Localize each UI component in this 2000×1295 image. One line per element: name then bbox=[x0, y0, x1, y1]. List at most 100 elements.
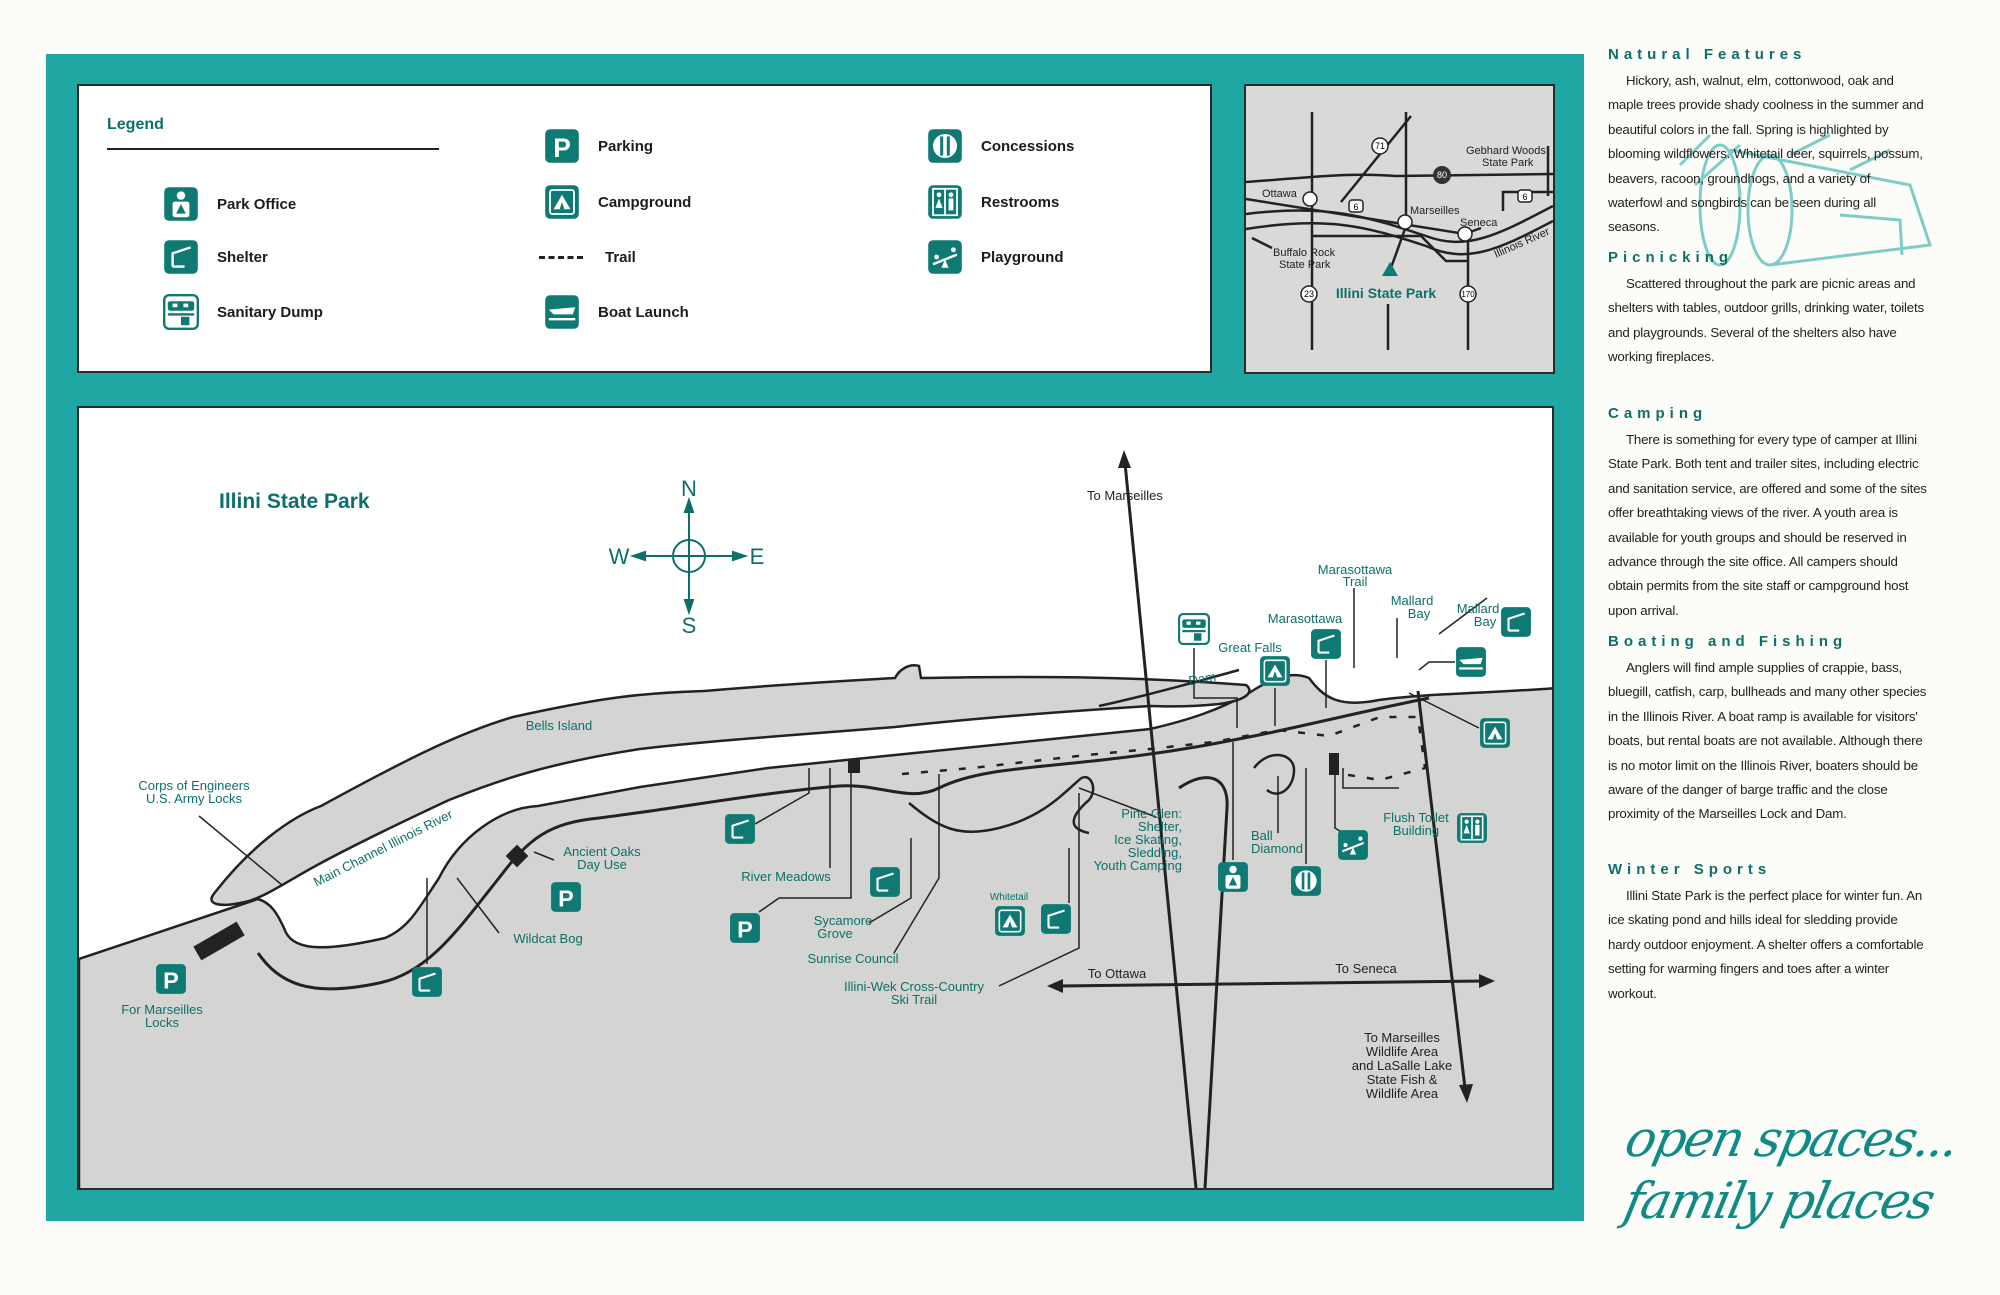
campground-icon[interactable] bbox=[1479, 717, 1511, 749]
arrow-west-icon bbox=[1047, 979, 1063, 993]
park-location-label: Illini State Park bbox=[1336, 285, 1437, 301]
legend-item-park-office: Park Office bbox=[163, 186, 296, 222]
label-marasottawa-trail: Marasottawa bbox=[1318, 562, 1393, 577]
park-map-drawing: N S W E Illini State Park To Marseilles … bbox=[79, 450, 1552, 1188]
compass-west: W bbox=[609, 544, 630, 569]
shelter-icon[interactable] bbox=[1500, 606, 1532, 638]
park-map: N S W E Illini State Park To Marseilles … bbox=[77, 406, 1554, 1190]
dam-outline bbox=[1098, 668, 1240, 708]
town-ottawa: Ottawa bbox=[1262, 188, 1298, 200]
tagline-line: family places bbox=[1619, 1172, 1939, 1230]
label-great-falls: Great Falls bbox=[1218, 640, 1282, 655]
tagline-line: open spaces... bbox=[1620, 1110, 1963, 1168]
leader-lines bbox=[198, 588, 1488, 987]
playground-icon bbox=[927, 239, 963, 275]
shelter-icon bbox=[163, 239, 199, 275]
legend-item-campground: Campground bbox=[544, 184, 691, 220]
arrow-south-icon bbox=[1459, 1084, 1473, 1103]
town-seneca: Seneca bbox=[1460, 217, 1498, 229]
sanitary-dump-icon[interactable] bbox=[1178, 613, 1210, 645]
label-marasottawa-trail: Trail bbox=[1343, 574, 1368, 589]
label-ancient-oaks: Day Use bbox=[577, 857, 627, 872]
road-to-wildlife-area bbox=[1416, 690, 1467, 1089]
campground-icon[interactable] bbox=[994, 905, 1026, 937]
label-bells-island: Bells Island bbox=[526, 718, 592, 733]
label-pine-glen: Ice Skating, bbox=[1114, 832, 1182, 847]
label-pine-glen: Youth Camping bbox=[1094, 858, 1182, 873]
compass-south: S bbox=[682, 613, 697, 638]
locator-map-drawing: 71 80 6 6 23 170 Ottawa Marseilles Senec… bbox=[1245, 112, 1554, 350]
arrow-east-icon bbox=[1479, 974, 1495, 988]
concessions-icon[interactable] bbox=[1290, 865, 1322, 897]
label-dam: Dam bbox=[1187, 669, 1217, 689]
route-6-label: 6 bbox=[1522, 192, 1527, 202]
shelter-icon[interactable] bbox=[411, 966, 443, 998]
legend-item-boat-launch: Boat Launch bbox=[544, 294, 689, 330]
label-to-seneca: To Seneca bbox=[1335, 961, 1397, 976]
campground-icon[interactable] bbox=[1259, 655, 1291, 687]
picnic-table-sketch bbox=[1678, 133, 1933, 267]
interstate-80-shield bbox=[1433, 166, 1451, 184]
legend-item-restrooms: Restrooms bbox=[927, 184, 1059, 220]
restrooms-icon[interactable] bbox=[1456, 812, 1488, 844]
playground-icon[interactable] bbox=[1337, 829, 1369, 861]
compass-north: N bbox=[681, 476, 697, 501]
shelter-icon[interactable] bbox=[1040, 903, 1072, 935]
restrooms-icon bbox=[927, 184, 963, 220]
map-title: Illini State Park bbox=[219, 490, 370, 513]
trail-icon bbox=[539, 256, 583, 259]
shelter-icon[interactable] bbox=[1310, 628, 1342, 660]
legend-label: Concessions bbox=[981, 137, 1075, 155]
boat-launch-icon[interactable] bbox=[1455, 646, 1487, 678]
legend-item-trail: Trail bbox=[539, 249, 636, 266]
legend-label: Campground bbox=[598, 193, 692, 211]
compass-rose bbox=[629, 496, 749, 616]
route-6-label: 6 bbox=[1353, 202, 1358, 212]
gebhard-woods-label: Gebhard Woods bbox=[1466, 145, 1546, 157]
shelter-icon[interactable] bbox=[869, 866, 901, 898]
shelter-icon[interactable] bbox=[724, 813, 756, 845]
park-office-icon[interactable] bbox=[1217, 861, 1249, 893]
section-body: There is something for every type of cam… bbox=[1608, 432, 1927, 618]
section-heading: Natural Features bbox=[1608, 46, 1807, 63]
legend-item-parking: Parking bbox=[544, 128, 653, 164]
label-to-marseilles: To Marseilles bbox=[1087, 488, 1163, 503]
label-for-marseilles-locks: For Marseilles bbox=[121, 1002, 203, 1017]
route-80-label: 80 bbox=[1437, 170, 1447, 180]
parking-icon[interactable] bbox=[155, 963, 187, 995]
bells-island bbox=[210, 664, 1251, 907]
label-sunrise-council: Sunrise Council bbox=[807, 951, 898, 966]
arrow-north-icon bbox=[1118, 450, 1131, 468]
parking-icon bbox=[544, 128, 580, 164]
label-wildlife-area: Wildlife Area bbox=[1366, 1044, 1439, 1059]
section-camping: Camping There is something for every typ… bbox=[1608, 405, 1928, 623]
legend-label: Sanitary Dump bbox=[217, 303, 323, 321]
river-meadows-marker bbox=[848, 759, 860, 773]
section-picnicking: Picnicking Scattered throughout the park… bbox=[1608, 249, 1928, 370]
section-natural-features: Natural Features Hickory, ash, walnut, e… bbox=[1608, 46, 1928, 240]
label-ski-trail: Ski Trail bbox=[891, 992, 937, 1007]
section-body: Scattered throughout the park are picnic… bbox=[1608, 276, 1924, 365]
sanitary-dump-icon bbox=[163, 294, 199, 330]
label-ball-diamond: Diamond bbox=[1251, 841, 1303, 856]
section-heading: Picnicking bbox=[1608, 249, 1734, 266]
section-boating-fishing: Boating and Fishing Anglers will find am… bbox=[1608, 633, 1928, 827]
parking-icon[interactable] bbox=[729, 912, 761, 944]
parking-icon[interactable] bbox=[550, 881, 582, 913]
legend-item-concessions: Concessions bbox=[927, 128, 1074, 164]
legend-label: Parking bbox=[598, 137, 654, 155]
label-to-ottawa: To Ottawa bbox=[1088, 966, 1147, 981]
section-heading: Winter Sports bbox=[1608, 861, 1772, 878]
section-heading: Camping bbox=[1608, 405, 1708, 422]
label-mallard-bay: Bay bbox=[1474, 614, 1497, 629]
section-heading: Boating and Fishing bbox=[1608, 633, 1848, 650]
section-body: Illini State Park is the perfect place f… bbox=[1608, 888, 1924, 1001]
section-body: Hickory, ash, walnut, elm, cottonwood, o… bbox=[1608, 73, 1924, 235]
label-mallard-bay: Mallard bbox=[1391, 593, 1434, 608]
concessions-icon bbox=[927, 128, 963, 164]
loop-road bbox=[908, 775, 1095, 835]
label-wildlife-area: State Fish & bbox=[1367, 1072, 1438, 1087]
ancient-oaks-marker bbox=[505, 844, 529, 868]
legend-label: Playground bbox=[981, 248, 1064, 266]
legend-item-playground: Playground bbox=[927, 239, 1064, 275]
